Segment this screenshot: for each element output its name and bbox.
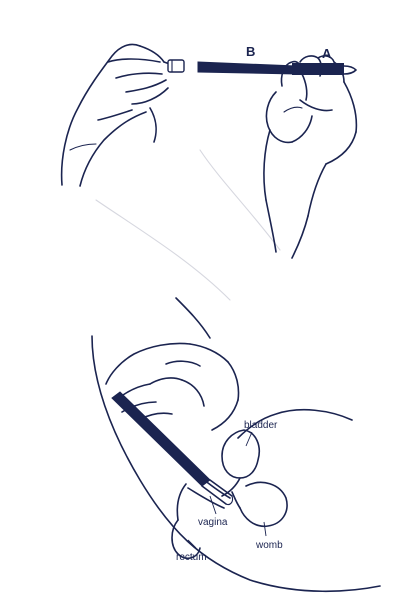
top-illustration: B A <box>62 44 357 300</box>
insertion-hand-drawing <box>106 343 239 430</box>
body-outline <box>92 298 380 591</box>
bladder-leader <box>246 432 252 446</box>
rectum-drawing <box>172 484 200 558</box>
womb-leader <box>264 522 266 536</box>
rectum-leader <box>188 540 196 548</box>
bladder-drawing <box>222 430 259 496</box>
label-rectum: rectum <box>176 552 207 563</box>
label-b: B <box>246 44 255 59</box>
left-hand-drawing <box>62 44 180 186</box>
label-womb: womb <box>255 540 283 551</box>
label-bladder: bladder <box>244 420 278 431</box>
womb-drawing <box>232 482 287 526</box>
label-vagina: vagina <box>198 517 228 528</box>
vagina-leader <box>210 496 216 514</box>
applicator-tube-top <box>198 62 356 75</box>
label-a: A <box>322 46 332 61</box>
bottom-illustration: bladder vagina womb rectum <box>92 298 380 591</box>
applicator-cap <box>168 60 184 72</box>
right-hand-drawing <box>264 56 356 258</box>
